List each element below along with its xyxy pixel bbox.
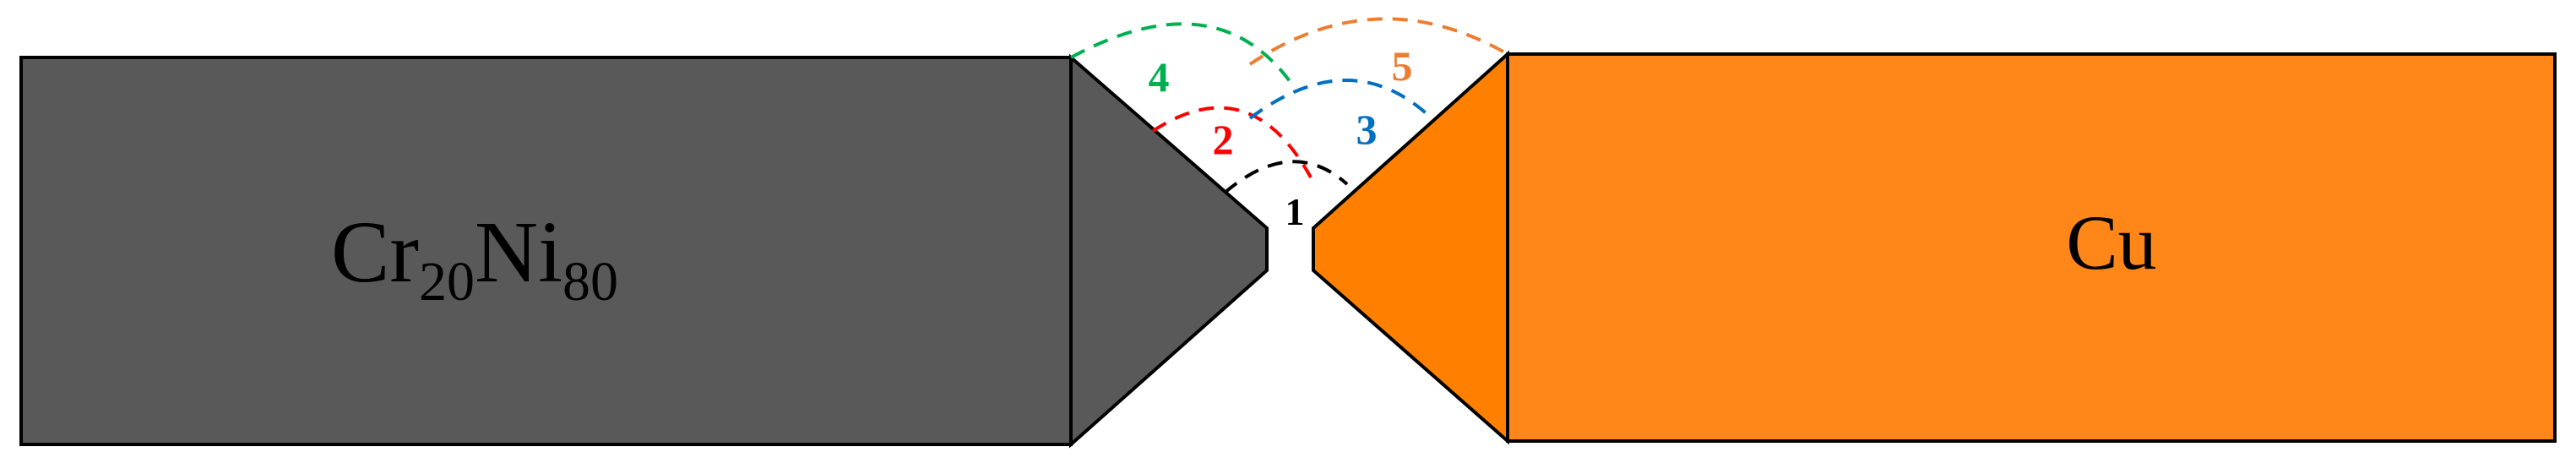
- crni-label-cr: Cr: [331, 204, 419, 301]
- zone-5-boundary: [1248, 17, 1508, 66]
- cu-body: [1506, 52, 2557, 443]
- zone-label-3: 3: [1356, 106, 1378, 153]
- zone-label-5: 5: [1392, 42, 1413, 90]
- crni-label-sub-80: 80: [562, 251, 618, 313]
- zone-label-4: 4: [1149, 53, 1170, 101]
- zone-3-boundary: [1248, 79, 1433, 120]
- crni-label: Cr20Ni80: [331, 204, 618, 313]
- crni-label-ni: Ni: [475, 204, 562, 301]
- zone-label-1: 1: [1285, 190, 1305, 233]
- zone-4-boundary: [1070, 22, 1294, 86]
- crni-workpiece: [19, 53, 1269, 449]
- crni-label-sub-20: 20: [419, 251, 475, 313]
- cu-label: Cu: [2066, 199, 2156, 286]
- cu-bevel-tip: [1312, 50, 1509, 445]
- zone-label-2: 2: [1213, 116, 1234, 163]
- zone-1-boundary: [1223, 160, 1349, 194]
- crni-bevel-tip: [1069, 53, 1269, 449]
- zone-labels: 1 2 3 4 5: [1149, 42, 1413, 233]
- cu-workpiece: [1312, 50, 2557, 445]
- zone-boundaries: [1070, 17, 1508, 194]
- zone-2-boundary: [1151, 106, 1312, 178]
